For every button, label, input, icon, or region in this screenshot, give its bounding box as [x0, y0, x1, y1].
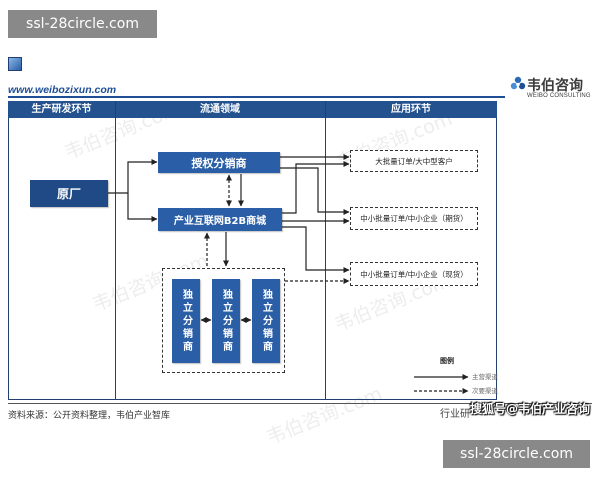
site-url: www.weibozixun.com [8, 84, 117, 96]
sohu-watermark: 搜狐号@韦伯产业咨询 [470, 402, 591, 416]
arrow-authorized-to-futures [280, 167, 350, 215]
column-header-circulation: 流通领域 [200, 104, 240, 115]
column-divider [115, 101, 116, 400]
legend-primary-label: 主营渠道 [472, 373, 498, 381]
header-rule [8, 96, 505, 98]
legend-title: 图例 [440, 357, 454, 365]
site-tag-bottom: ssl-28circle.com [443, 440, 590, 468]
source-note: 资料来源：公开资料整理，韦伯产业智库 [8, 411, 171, 421]
logo-petal [510, 82, 518, 90]
arrow-oem-to-b2b [127, 193, 158, 222]
site-tag-top: ssl-28circle.com [8, 10, 157, 38]
column-header-band: 生产研发环节 流通领域 应用环节 [8, 101, 497, 118]
node-independent-distributor: 独立分销商 [172, 279, 200, 363]
logo-name: 韦伯咨询 [527, 78, 583, 94]
column-header-application: 应用环节 [391, 104, 431, 115]
node-oem: 原厂 [30, 180, 108, 207]
logo-tagline: WEIBO CONSULTING [527, 93, 591, 99]
target-large-orders: 大批量订单/大中型客户 [350, 150, 478, 172]
arrow-b2b-to-spot [282, 226, 350, 273]
footer-rule [8, 403, 592, 404]
arrow-b2b-to-large-orders [282, 161, 350, 214]
node-b2b-mall: 产业互联网B2B商城 [158, 208, 282, 231]
node-independent-distributor: 独立分销商 [212, 279, 240, 363]
column-divider [325, 101, 326, 400]
weibo-logo-mark-icon [510, 76, 526, 90]
node-authorized-distributor: 授权分销商 [158, 152, 280, 173]
blue-square-icon [8, 57, 22, 71]
logo-petal [514, 76, 522, 84]
node-independent-distributor: 独立分销商 [252, 279, 280, 363]
target-small-orders-futures: 中小批量订单/中小企业（期货） [350, 207, 478, 230]
target-small-orders-spot: 中小批量订单/中小企业（现货） [350, 262, 478, 286]
legend-secondary-label: 次要渠道 [472, 387, 498, 395]
logo-petal [518, 82, 526, 90]
footer-partial-label: 行业研 [440, 409, 470, 420]
logo-core [516, 82, 520, 87]
arrow-oem-to-authorized [108, 159, 158, 194]
column-header-production: 生产研发环节 [31, 104, 92, 115]
